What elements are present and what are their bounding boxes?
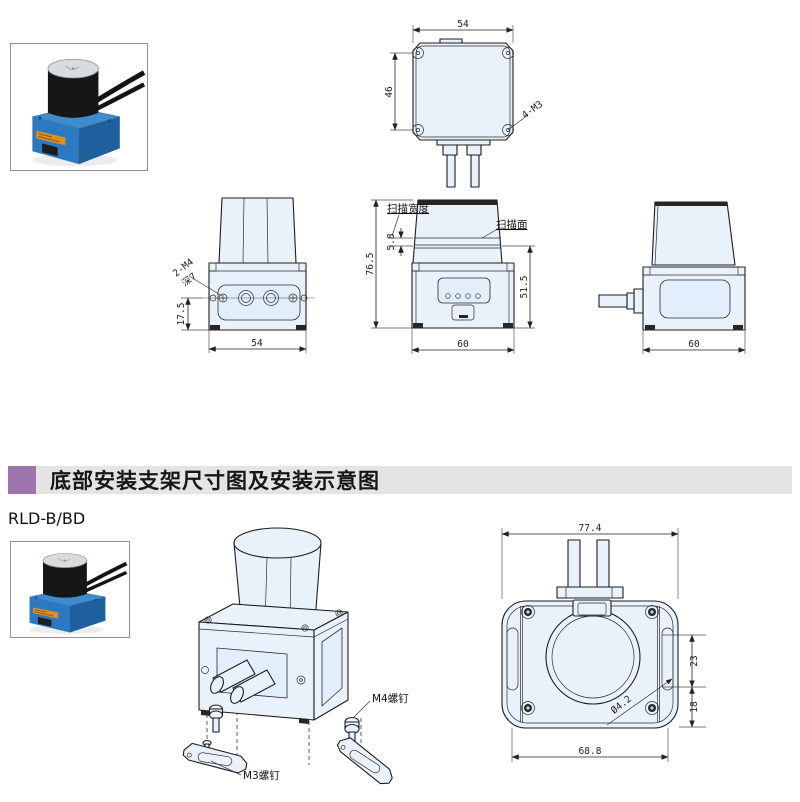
section-header: 底部安装支架尺寸图及安装示意图 [8, 466, 792, 494]
corner-screws [412, 47, 514, 136]
top-view-dimensions: 54 46 [384, 19, 514, 131]
scan-face-label: 扫描面 [496, 218, 528, 231]
cable-view-body [598, 201, 746, 331]
top-view-screw-callout: 4-M3 [507, 99, 545, 131]
front-width-dim: 54 [251, 338, 263, 349]
scan-view-callouts: 扫描宽度 扫描面 [387, 202, 528, 239]
cable [446, 154, 456, 188]
top-view-height-dim: 46 [384, 86, 395, 98]
cable-view-drawing: 60 [598, 201, 746, 354]
scan-width-label: 扫描宽度 [387, 202, 429, 215]
iso-top-screws [204, 609, 343, 632]
top-view-drawing: 54 46 4-M3 [384, 19, 545, 188]
body-height-dim: 51.5 [519, 276, 530, 299]
bottom-corner-screws [521, 605, 659, 715]
bottom-view-body [501, 539, 679, 729]
total-height-dim: 76.5 [365, 253, 376, 276]
scan-view-dimensions: 5.8 76.5 51.5 60 [365, 199, 535, 354]
front-connectors [209, 290, 308, 306]
model-label: RLD-B/BD [8, 509, 86, 528]
front-view-dimensions: 17.5 54 [176, 297, 307, 353]
product-photo-frame-top [10, 43, 148, 171]
scan-view-body [411, 199, 515, 329]
bottom-view-drawing: 77.4 23 18 Ø4.2 68.8 [501, 523, 706, 762]
cable-view-dimensions: 60 [642, 330, 746, 354]
scan-view-drawing: 扫描宽度 扫描面 5.8 76.5 51.5 60 [365, 199, 535, 354]
top-view-width-dim: 54 [457, 19, 469, 30]
front-view-drawing: 2-M4 深7 17.5 54 [171, 197, 315, 353]
cable-gland [633, 288, 644, 314]
scanner-window [545, 609, 641, 705]
io-connector [451, 304, 475, 321]
scan-width-dim: 60 [457, 339, 469, 350]
side-slot [661, 627, 674, 691]
overall-width-dim: 77.4 [579, 523, 602, 534]
cable [596, 539, 610, 588]
iso-bracket-right [336, 737, 393, 785]
iso-callouts: M4螺钉 M3螺钉 [210, 693, 409, 782]
product-photo-frame-bottom [10, 541, 130, 638]
axis-offset-dim: 17.5 [176, 303, 187, 326]
m4-screw-label: M4螺钉 [372, 693, 409, 705]
section-title: 底部安装支架尺寸图及安装示意图 [50, 469, 380, 493]
upper-offset-dim: 23 [689, 655, 700, 666]
cable [470, 154, 480, 188]
top-view-body [412, 38, 514, 188]
mount-width-dim: 68.8 [579, 746, 602, 757]
installation-iso-drawing: M4螺钉 M3螺钉 [182, 527, 409, 785]
corner-screw-label: 4-M3 [520, 99, 545, 121]
iso-bracket-left [182, 742, 248, 774]
m3-screw-label: M3螺钉 [243, 770, 280, 782]
lower-offset-dim: 18 [689, 701, 700, 713]
cable [567, 539, 581, 588]
side-slot [506, 627, 519, 691]
section-accent-square [8, 466, 36, 494]
product-photo-image [11, 44, 147, 170]
cable-view-width-dim: 60 [688, 339, 700, 350]
front-view-body [203, 197, 315, 331]
iso-connectors [210, 659, 276, 704]
cable [598, 294, 628, 308]
scan-band-dim: 5.8 [386, 233, 397, 250]
product-photo-image [11, 542, 129, 637]
status-leds [445, 293, 481, 299]
iso-scanner-body [198, 527, 349, 724]
